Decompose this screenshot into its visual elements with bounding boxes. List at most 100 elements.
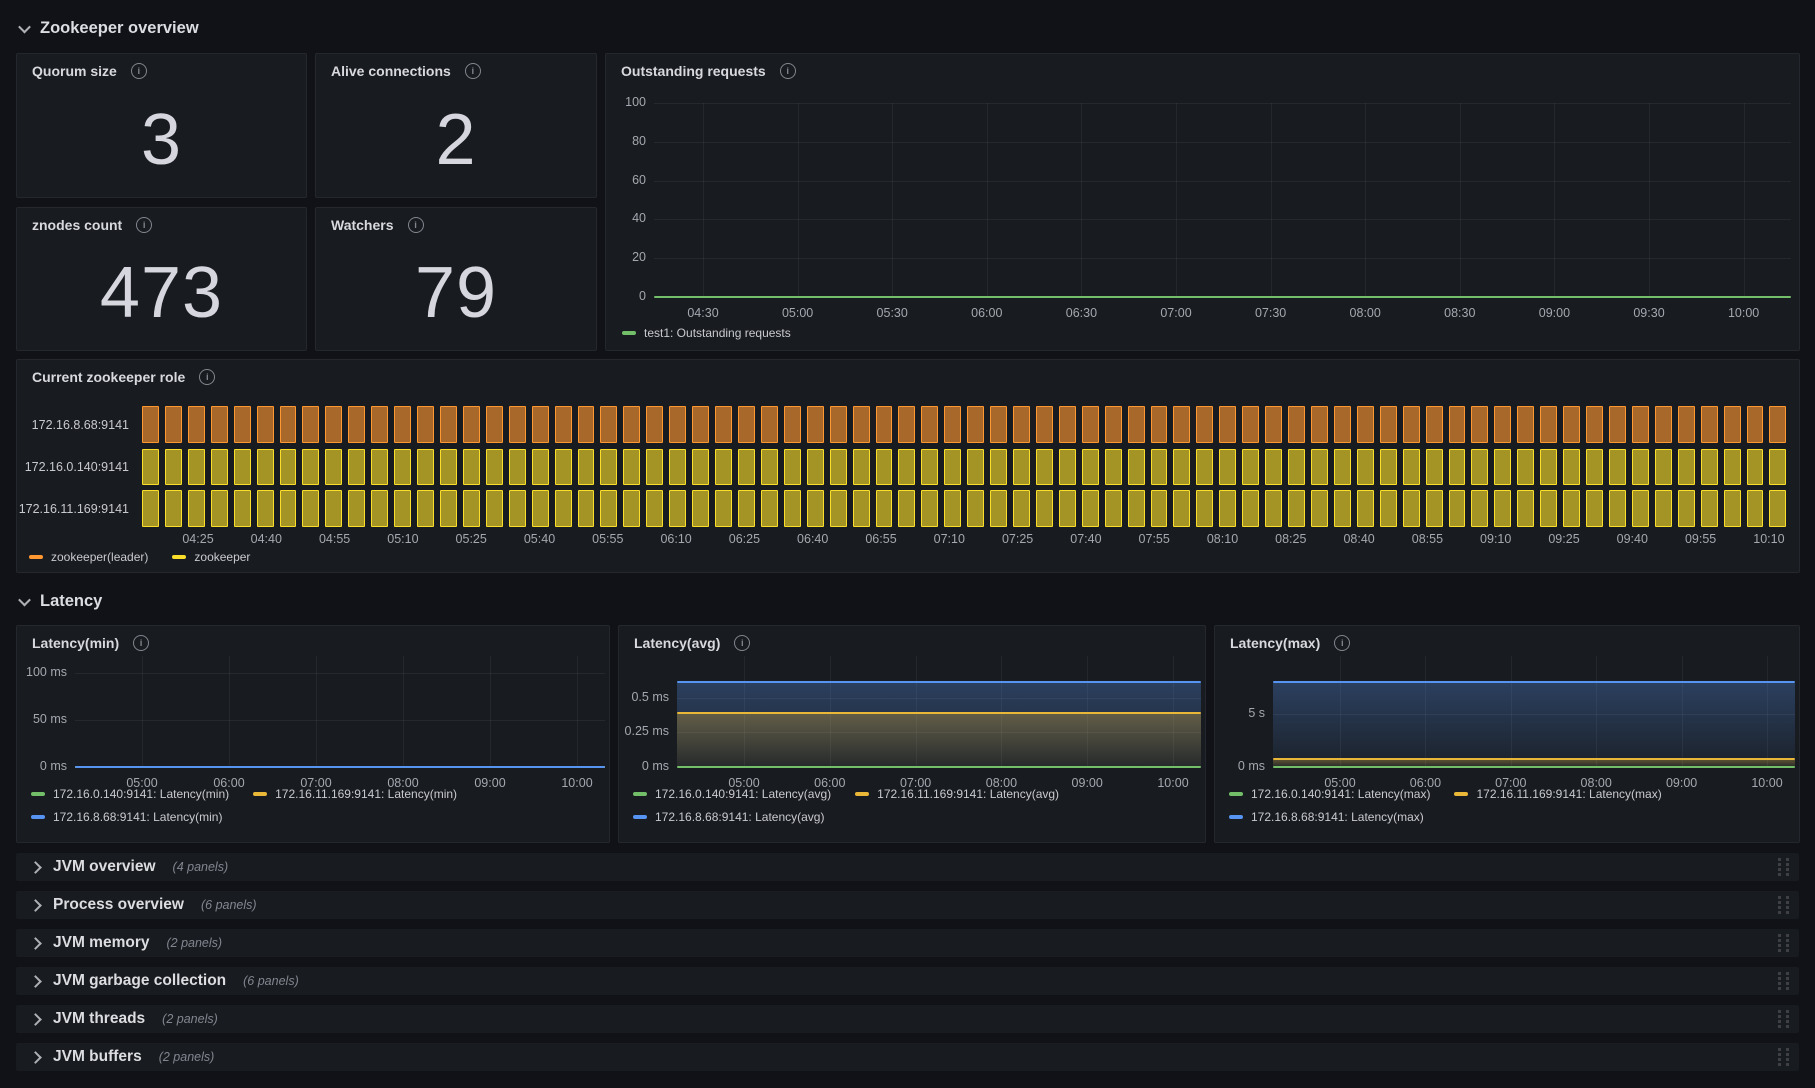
timeline-state-segment[interactable]: [1242, 406, 1260, 443]
timeline-state-segment[interactable]: [1402, 449, 1420, 485]
timeline-state-segment[interactable]: [325, 490, 343, 527]
timeline-state-segment[interactable]: [371, 449, 389, 485]
timeline-state-segment[interactable]: [898, 490, 916, 527]
timeline-state-segment[interactable]: [508, 406, 526, 443]
timeline-state-segment[interactable]: [325, 406, 343, 443]
timeline-state-segment[interactable]: [1563, 449, 1581, 485]
info-icon[interactable]: i: [779, 63, 796, 79]
timeline-state-segment[interactable]: [623, 490, 641, 527]
timeline-state-segment[interactable]: [1425, 406, 1443, 443]
timeline-state-segment[interactable]: [646, 490, 664, 527]
timeline-state-segment[interactable]: [1356, 490, 1374, 527]
timeline-state-segment[interactable]: [1769, 490, 1787, 527]
timeline-state-segment[interactable]: [1471, 490, 1489, 527]
timeline-state-segment[interactable]: [692, 490, 710, 527]
timeline-state-segment[interactable]: [554, 449, 572, 485]
timeline-state-segment[interactable]: [1425, 449, 1443, 485]
timeline-state-segment[interactable]: [1425, 490, 1443, 527]
timeline-state-segment[interactable]: [462, 406, 480, 443]
timeline-state-segment[interactable]: [302, 449, 320, 485]
timeline-state-segment[interactable]: [1104, 449, 1122, 485]
timeline-state-segment[interactable]: [1219, 449, 1237, 485]
timeline-state-segment[interactable]: [967, 490, 985, 527]
timeline-state-segment[interactable]: [1333, 449, 1351, 485]
timeline-state-segment[interactable]: [508, 490, 526, 527]
timeline-state-segment[interactable]: [348, 449, 366, 485]
timeline-state-segment[interactable]: [1494, 449, 1512, 485]
legend-item[interactable]: 172.16.11.169:9141: Latency(max): [1454, 787, 1662, 801]
timeline-state-segment[interactable]: [921, 406, 939, 443]
timeline-state-segment[interactable]: [1013, 490, 1030, 527]
timeline-state-segment[interactable]: [1333, 406, 1351, 443]
timeline-state-segment[interactable]: [600, 490, 618, 527]
timeline-state-segment[interactable]: [1242, 449, 1260, 485]
legend-item[interactable]: 172.16.8.68:9141: Latency(min): [31, 810, 222, 824]
timeline-state-segment[interactable]: [944, 490, 962, 527]
timeline-state-segment[interactable]: [852, 449, 870, 485]
info-icon[interactable]: i: [1334, 635, 1351, 651]
timeline-state-segment[interactable]: [485, 490, 503, 527]
timeline-state-segment[interactable]: [692, 406, 710, 443]
timeline-state-segment[interactable]: [760, 490, 778, 527]
timeline-state-segment[interactable]: [944, 406, 962, 443]
timeline-state-segment[interactable]: [967, 449, 985, 485]
timeline-state-segment[interactable]: [1035, 449, 1053, 485]
timeline-state-segment[interactable]: [462, 449, 480, 485]
timeline-state-segment[interactable]: [829, 449, 847, 485]
timeline-state-segment[interactable]: [1288, 449, 1306, 485]
info-icon[interactable]: i: [199, 369, 216, 385]
timeline-state-segment[interactable]: [669, 449, 687, 485]
timeline-state-segment[interactable]: [1540, 406, 1558, 443]
timeline-state-segment[interactable]: [1654, 449, 1672, 485]
timeline-state-segment[interactable]: [187, 490, 205, 527]
timeline-state-segment[interactable]: [577, 490, 595, 527]
timeline-state-segment[interactable]: [508, 449, 526, 485]
timeline-state-segment[interactable]: [256, 490, 274, 527]
timeline-state-segment[interactable]: [1746, 490, 1764, 527]
drag-handle-icon[interactable]: [1778, 858, 1789, 876]
collapsed-row-jvm-overview[interactable]: JVM overview(4 panels): [16, 853, 1799, 881]
timeline-state-segment[interactable]: [1265, 490, 1283, 527]
timeline-state-segment[interactable]: [1379, 406, 1397, 443]
timeline-state-segment[interactable]: [233, 406, 251, 443]
timeline-state-segment[interactable]: [1173, 490, 1191, 527]
timeline-state-segment[interactable]: [1746, 449, 1764, 485]
timeline-state-segment[interactable]: [439, 490, 457, 527]
timeline-state-segment[interactable]: [875, 490, 893, 527]
timeline-state-segment[interactable]: [898, 449, 916, 485]
timeline-state-segment[interactable]: [1219, 490, 1237, 527]
info-icon[interactable]: i: [133, 635, 150, 651]
timeline-state-segment[interactable]: [1173, 449, 1191, 485]
timeline-state-segment[interactable]: [1150, 490, 1168, 527]
timeline-state-segment[interactable]: [1586, 406, 1603, 443]
legend-item[interactable]: 172.16.0.140:9141: Latency(min): [31, 787, 229, 801]
timeline-state-segment[interactable]: [1471, 449, 1489, 485]
timeline-state-segment[interactable]: [669, 490, 687, 527]
timeline-state-segment[interactable]: [1150, 449, 1168, 485]
timeline-state-segment[interactable]: [187, 406, 205, 443]
timeline-state-segment[interactable]: [806, 490, 824, 527]
timeline-state-segment[interactable]: [623, 406, 641, 443]
timeline-state-segment[interactable]: [1517, 490, 1535, 527]
row-header-zookeeper-overview[interactable]: Zookeeper overview: [18, 17, 199, 39]
timeline-state-segment[interactable]: [1540, 449, 1558, 485]
info-icon[interactable]: i: [464, 63, 481, 79]
legend-item[interactable]: zookeeper: [172, 550, 250, 564]
timeline-state-segment[interactable]: [1677, 490, 1695, 527]
timeline-state-segment[interactable]: [1609, 449, 1626, 485]
timeline-state-segment[interactable]: [187, 449, 205, 485]
timeline-state-segment[interactable]: [646, 406, 664, 443]
timeline-state-segment[interactable]: [760, 449, 778, 485]
timeline-state-segment[interactable]: [1586, 449, 1603, 485]
timeline-state-segment[interactable]: [1654, 490, 1672, 527]
timeline-state-segment[interactable]: [394, 406, 412, 443]
timeline-state-segment[interactable]: [348, 406, 366, 443]
timeline-state-segment[interactable]: [210, 449, 228, 485]
timeline-state-segment[interactable]: [164, 490, 182, 527]
drag-handle-icon[interactable]: [1778, 1010, 1789, 1028]
timeline-state-segment[interactable]: [990, 406, 1008, 443]
timeline-state-segment[interactable]: [1288, 490, 1306, 527]
timeline-state-segment[interactable]: [531, 406, 549, 443]
timeline-state-segment[interactable]: [1311, 449, 1328, 485]
timeline-state-segment[interactable]: [1402, 490, 1420, 527]
